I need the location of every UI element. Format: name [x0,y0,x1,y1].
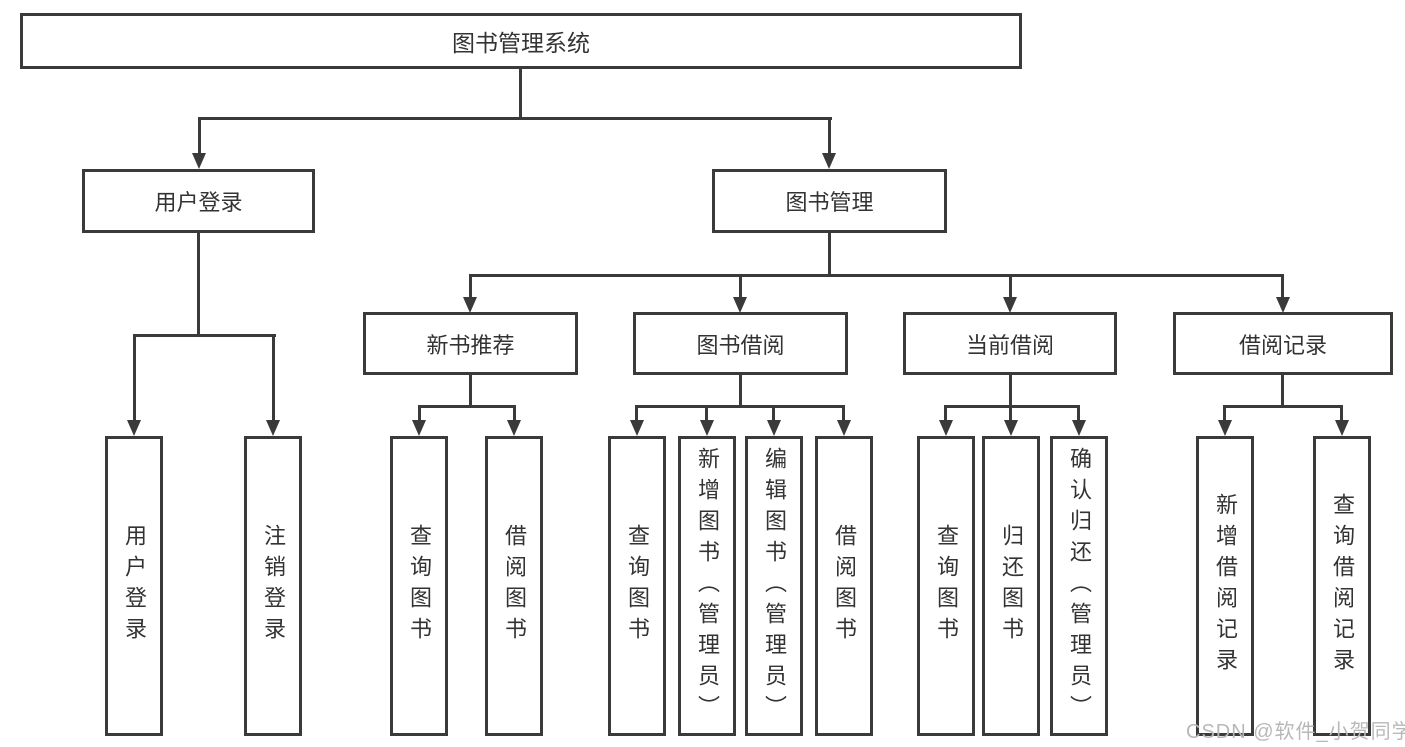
connector-line [197,233,200,336]
node-label: 图书管理系统 [452,30,590,56]
node-current-borrowing: 当前借阅 [903,312,1117,375]
watermark: CSDN @软件_小贺同学 [1186,721,1405,743]
node-label: 新书推荐 [426,332,515,358]
connector-line [1223,405,1226,421]
arrow-down-icon [507,420,521,436]
node-label: 查询图书 [625,524,650,648]
leaf-borrow-books-recommend: 借阅图书 [485,436,543,736]
node-user-login: 用户登录 [82,169,315,233]
node-label: 查询图书 [407,524,432,648]
node-label: 借阅记录 [1238,332,1327,358]
arrow-down-icon [630,420,644,436]
arrow-down-icon [1335,420,1349,436]
connector-line [418,405,516,408]
node-label: 借阅图书 [502,524,527,648]
node-book-management: 图书管理 [712,169,947,233]
arrow-down-icon [192,153,206,169]
node-label: 用户登录 [154,190,243,215]
arrow-down-icon [1276,297,1290,313]
node-new-book-recommendation: 新书推荐 [363,312,578,375]
arrow-down-icon [412,420,426,436]
arrow-down-icon [1218,420,1232,436]
node-label: 查询图书 [934,524,959,648]
leaf-return-books: 归还图书 [982,436,1040,736]
connector-line [1281,375,1284,407]
connector-line [842,405,845,421]
leaf-user-login: 用户登录 [105,436,163,736]
connector-line [772,405,775,421]
leaf-query-borrow-record: 查询借阅记录 [1313,436,1371,736]
node-book-borrowing: 图书借阅 [633,312,848,375]
node-label: 图书管理 [785,190,874,215]
connector-line [469,274,472,299]
connector-line [944,405,947,421]
leaf-confirm-return-admin: 确认归还（管理员） [1050,436,1108,736]
connector-line [198,117,201,154]
connector-line [1077,405,1080,421]
arrow-down-icon [127,420,141,436]
node-label: 新增图书（管理员） [695,446,720,726]
connector-line [705,405,708,421]
connector-line [944,405,1080,408]
connector-line [513,405,516,421]
connector-line [828,117,831,154]
connector-line [739,274,742,299]
node-label: 当前借阅 [965,332,1054,358]
connector-line [1281,274,1284,299]
connector-line [519,69,522,119]
connector-line [469,375,472,407]
connector-line [1340,405,1343,421]
connector-line [1009,405,1012,421]
connector-line [133,334,136,421]
leaf-borrow-books: 借阅图书 [815,436,873,736]
connector-line [1009,274,1012,299]
arrow-down-icon [837,420,851,436]
node-borrowing-records: 借阅记录 [1173,312,1393,375]
leaf-add-borrow-record: 新增借阅记录 [1196,436,1254,736]
node-label: 确认归还（管理员） [1067,446,1092,726]
arrow-down-icon [463,297,477,313]
node-library-management-system: 图书管理系统 [20,13,1022,69]
node-label: 编辑图书（管理员） [762,446,787,726]
leaf-edit-books-admin: 编辑图书（管理员） [745,436,803,736]
leaf-query-books-current: 查询图书 [917,436,975,736]
arrow-down-icon [266,420,280,436]
arrow-down-icon [1004,420,1018,436]
arrow-down-icon [1003,297,1017,313]
connector-line [635,405,638,421]
leaf-logout: 注销登录 [244,436,302,736]
connector-line [828,233,831,276]
arrow-down-icon [700,420,714,436]
connector-line [1009,375,1012,407]
arrow-down-icon [822,153,836,169]
connector-line [418,405,421,421]
arrow-down-icon [939,420,953,436]
leaf-query-books-recommend: 查询图书 [390,436,448,736]
connector-line [469,274,1284,277]
arrow-down-icon [733,297,747,313]
node-label: 查询借阅记录 [1330,493,1355,679]
connector-line [635,405,845,408]
leaf-query-books-borrow: 查询图书 [608,436,666,736]
node-label: 归还图书 [999,524,1024,648]
arrow-down-icon [767,420,781,436]
node-label: 新增借阅记录 [1213,493,1238,679]
connector-line [133,334,276,337]
node-label: 图书借阅 [696,332,785,358]
connector-line [739,375,742,407]
connector-line [272,334,275,421]
connector-line [198,117,832,120]
connector-line [1223,405,1343,408]
arrow-down-icon [1072,420,1086,436]
node-label: 注销登录 [261,524,286,648]
node-label: 借阅图书 [832,524,857,648]
node-label: 用户登录 [122,524,147,648]
leaf-add-books-admin: 新增图书（管理员） [678,436,736,736]
